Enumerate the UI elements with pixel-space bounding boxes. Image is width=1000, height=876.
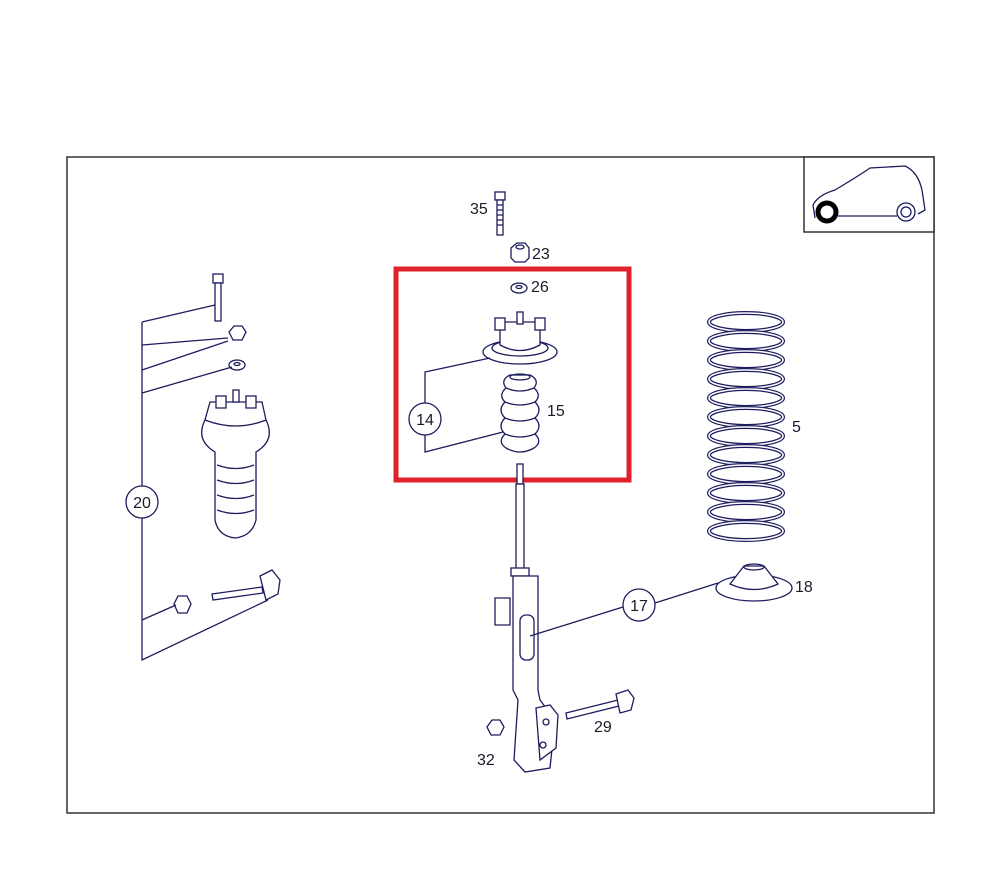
car-front-wheel-icon xyxy=(803,156,935,233)
top-mount-with-boot-left[interactable] xyxy=(201,389,270,539)
callout-20-circle[interactable] xyxy=(125,485,159,519)
label-32: 32 xyxy=(477,752,495,769)
bump-stop-15[interactable] xyxy=(500,373,540,453)
callout-14-circle[interactable] xyxy=(408,402,442,436)
label-5: 5 xyxy=(792,419,801,436)
highlight-box xyxy=(393,266,632,483)
label-26: 26 xyxy=(531,279,549,296)
spring-coil xyxy=(708,407,784,427)
callout-20-lines xyxy=(141,304,269,662)
spring-coil xyxy=(708,350,784,370)
callout-17-lines xyxy=(529,582,719,637)
label-15: 15 xyxy=(547,403,565,420)
nut-lower-left[interactable] xyxy=(173,595,192,614)
spring-coil xyxy=(708,521,784,541)
spring-coil xyxy=(708,331,784,351)
spring-coil xyxy=(708,388,784,408)
nut-left[interactable] xyxy=(228,325,247,341)
label-35: 35 xyxy=(470,201,488,218)
spring-coil xyxy=(708,426,784,446)
washer-26[interactable] xyxy=(510,282,528,294)
strut-top-mount[interactable] xyxy=(482,311,558,365)
label-29: 29 xyxy=(594,719,612,736)
coil-spring-5[interactable] xyxy=(707,311,785,542)
diagram-frame xyxy=(66,156,935,814)
spring-seat-18[interactable] xyxy=(715,563,793,602)
spring-coil xyxy=(708,502,784,522)
label-18: 18 xyxy=(795,579,813,596)
bolt-horizontal-left[interactable] xyxy=(211,569,281,601)
label-23: 23 xyxy=(532,246,550,263)
label-17: 17 xyxy=(630,598,648,615)
label-20: 20 xyxy=(133,495,151,512)
label-14: 14 xyxy=(416,412,434,429)
bolt-left[interactable] xyxy=(212,273,224,322)
washer-left[interactable] xyxy=(228,359,246,371)
callout-14-lines xyxy=(424,357,504,453)
bolt-35[interactable] xyxy=(494,191,506,236)
spring-coil xyxy=(708,483,784,503)
callout-17-circle[interactable] xyxy=(622,588,656,622)
nut-23[interactable] xyxy=(510,242,530,263)
nut-32[interactable] xyxy=(486,719,505,736)
bolt-29[interactable] xyxy=(565,689,635,720)
strut-17[interactable] xyxy=(494,463,559,773)
spring-coil xyxy=(708,445,784,465)
spring-coil xyxy=(708,312,784,332)
spring-coil xyxy=(708,369,784,389)
spring-coil xyxy=(708,464,784,484)
